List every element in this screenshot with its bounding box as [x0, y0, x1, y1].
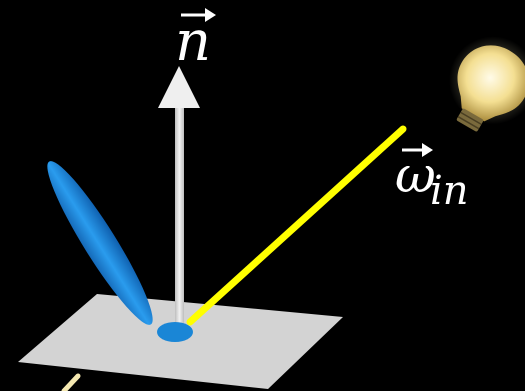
reflected-ray: [61, 373, 81, 391]
incoming-ray: [186, 125, 407, 326]
incoming-label-symbol: ω: [395, 146, 436, 204]
normal-vector-arrow: [158, 66, 200, 326]
brdf-lobe-body: [47, 161, 153, 325]
brdf-lobe-base: [157, 322, 193, 342]
normal-arrow-head: [158, 66, 200, 108]
incoming-label-arrow-head: [422, 143, 433, 157]
normal-label: n: [175, 8, 216, 74]
brdf-lobe: [47, 161, 193, 342]
light-bulb-icon: [449, 36, 525, 132]
normal-arrow-shaft: [175, 104, 184, 326]
incoming-label: ω in: [395, 143, 469, 214]
normal-label-arrow-head: [205, 8, 216, 22]
incoming-label-subscript: in: [430, 168, 469, 214]
